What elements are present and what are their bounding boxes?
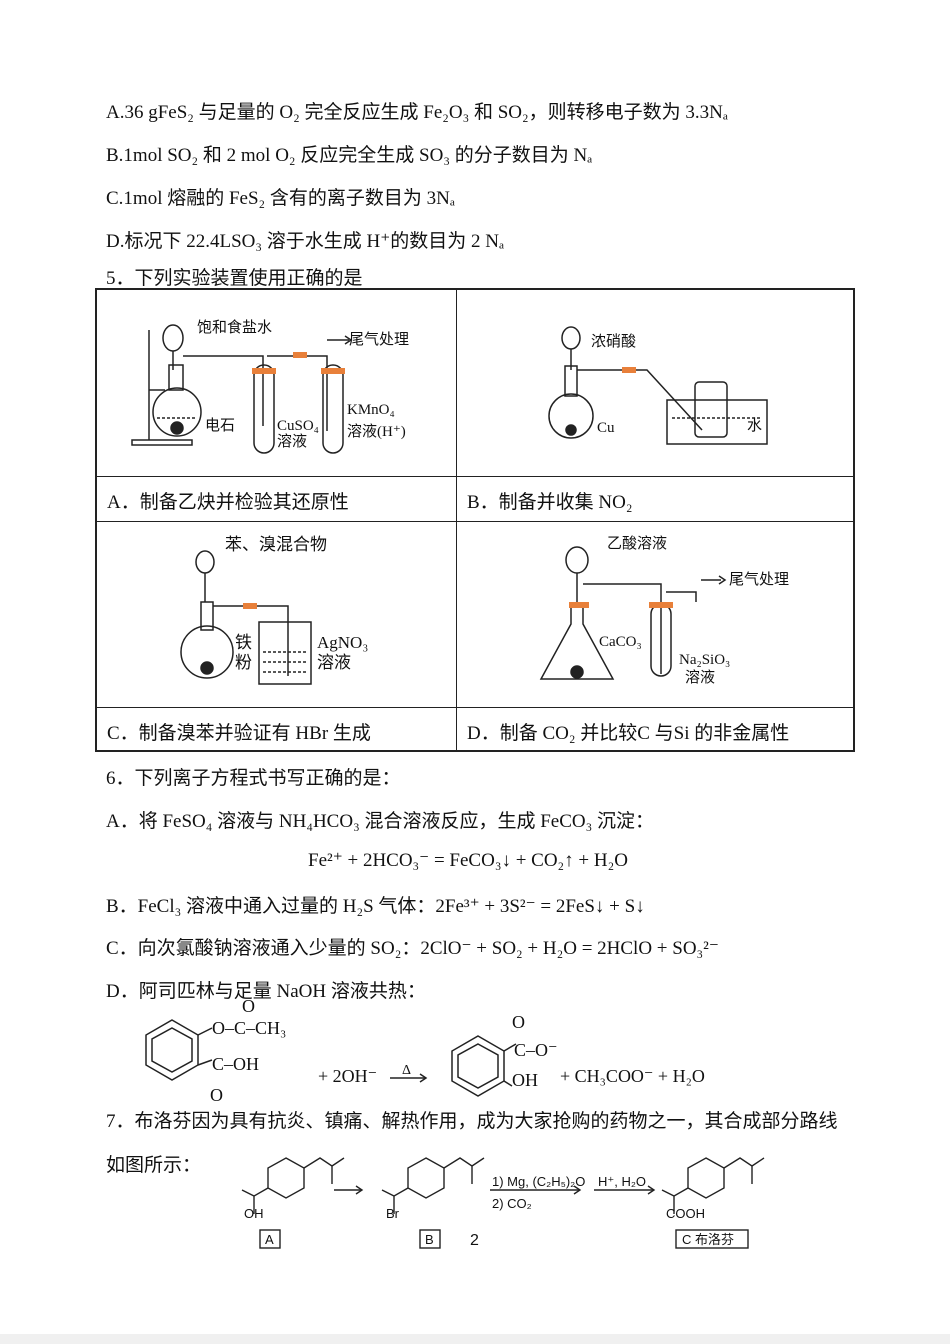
label-na2sio3-solution: 溶液 — [685, 669, 715, 686]
acid-group: C–OH — [212, 1054, 259, 1074]
apparatus-b-diagram: 浓硝酸 Cu 水 — [548, 326, 768, 445]
label-water: 水 — [747, 417, 762, 434]
q4-option-a: A.36 gFeS₂ 与足量的 O₂ 完全反应生成 Fe₂O₃ 和 SO₂，则转… — [106, 102, 729, 123]
label-agno3-solution: 溶液 — [317, 653, 351, 672]
label-c-ibuprofen: C 布洛芬 — [682, 1232, 734, 1247]
label-caco3: CaCO₃ — [599, 634, 642, 650]
aspirin-hydrolysis-equation: O–C–CH₃ O C–OH O + 2OH⁻ Δ O C–O⁻ OH + CH… — [145, 998, 705, 1104]
label-exhaust: 尾气处理 — [349, 331, 409, 348]
q4-option-d: D.标况下 22.4LSO₃ 溶于水生成 H⁺的数目为 2 Nₐ — [106, 231, 505, 252]
q4-option-c: C.1mol 熔融的 FeS₂ 含有的离子数目为 3Nₐ — [106, 188, 456, 209]
label-exhaust-d: 尾气处理 — [729, 571, 789, 588]
caption-d: D．制备 CO₂ 并比较C 与Si 的非金属性 — [467, 723, 790, 744]
caption-b: B．制备并收集 NO₂ — [467, 492, 633, 513]
acid-carbonyl-o: O — [210, 1085, 223, 1104]
q6-option-a: A．将 FeSO₄ 溶液与 NH₄HCO₃ 混合溶液反应，生成 FeCO₃ 沉淀… — [106, 811, 654, 832]
reagent-step-2: 2) CO₂ — [492, 1196, 532, 1211]
q6-stem: 6．下列离子方程式书写正确的是： — [106, 768, 401, 789]
label-acidic-solution: 溶液(H⁺) — [347, 423, 406, 440]
ester-carbonyl-o: O — [242, 998, 255, 1016]
label-powder: 粉 — [235, 653, 252, 672]
label-b: B — [425, 1232, 434, 1247]
label-kmno4: KMnO₄ — [347, 402, 395, 418]
q5-stem: 5．下列实验装置使用正确的是 — [106, 268, 363, 289]
label-na2sio3: Na₂SiO₃ — [679, 652, 730, 668]
label-cu: Cu — [597, 420, 615, 436]
label-acetic-acid: 乙酸溶液 — [607, 535, 667, 552]
compound-c-structure — [661, 1157, 765, 1214]
q5-apparatus-table: 饱和食盐水 尾气处理 电石 CuSO₄ 溶液 KMnO₄ 溶液(H⁺) A．制备… — [95, 288, 855, 752]
q6-option-d: D．阿司匹林与足量 NaOH 溶液共热： — [106, 981, 426, 1002]
reagent-step-3: H⁺, H₂O — [598, 1174, 646, 1189]
plus-hydroxide: + 2OH⁻ — [318, 1066, 377, 1086]
cooh-label: COOH — [666, 1206, 705, 1221]
q7-stem: 7．布洛芬因为具有抗炎、镇痛、解热作用，成为大家抢购的药物之一，其合成部分路线 — [106, 1111, 838, 1132]
label-solution: 溶液 — [277, 433, 307, 450]
product-tail: + CH₃COO⁻ + H₂O — [560, 1066, 705, 1086]
q6-option-c: C．向次氯酸钠溶液通入少量的 SO₂：2ClO⁻ + SO₂ + H₂O = 2… — [106, 938, 719, 959]
caption-c: C．制备溴苯并验证有 HBr 生成 — [107, 723, 371, 744]
page-bottom-edge — [0, 1334, 950, 1344]
page-number: 2 — [470, 1232, 479, 1249]
phenol-oh: OH — [512, 1070, 538, 1090]
ester-o-label: O–C–CH₃ — [212, 1018, 286, 1038]
q7-stem-continued: 如图所示： — [106, 1155, 202, 1176]
label-benzene-bromine: 苯、溴混合物 — [225, 535, 327, 554]
label-cuso4: CuSO₄ — [277, 418, 319, 434]
label-agno3: AgNO₃ — [317, 633, 368, 652]
reagent-step-1: 1) Mg, (C₂H₅)₂O — [492, 1174, 585, 1189]
br-label: Br — [386, 1206, 400, 1221]
carboxylate-o: O — [512, 1012, 525, 1032]
ibuprofen-synthesis-route: OH A Br B 2 1) Mg, (C₂H₅)₂O 2) CO₂ H⁺, H… — [241, 1157, 765, 1249]
q4-option-b: B.1mol SO₂ 和 2 mol O₂ 反应完全生成 SO₃ 的分子数目为 … — [106, 145, 593, 166]
q6-option-a-equation: Fe²⁺ + 2HCO₃⁻ = FeCO₃↓ + CO₂↑ + H₂O — [308, 850, 628, 871]
label-conc-nitric-acid: 浓硝酸 — [591, 333, 636, 350]
oh-label: OH — [244, 1206, 264, 1221]
label-brine: 饱和食盐水 — [197, 319, 272, 336]
compound-b-structure — [381, 1157, 485, 1214]
apparatus-d-diagram: 乙酸溶液 尾气处理 CaCO₃ Na₂SiO₃ 溶液 — [539, 535, 789, 686]
heat-condition: Δ — [402, 1063, 411, 1078]
caption-a: A．制备乙炔并检验其还原性 — [107, 492, 349, 513]
q6-option-b: B．FeCl₃ 溶液中通入过量的 H₂S 气体：2Fe³⁺ + 3S²⁻ = 2… — [106, 896, 645, 917]
label-a: A — [265, 1232, 274, 1247]
carboxylate-group: C–O⁻ — [514, 1040, 558, 1060]
label-iron: 铁 — [235, 633, 252, 652]
compound-a-structure — [241, 1157, 345, 1214]
apparatus-c-diagram: 苯、溴混合物 铁 粉 AgNO₃ 溶液 — [180, 535, 368, 685]
label-calcium-carbide: 电石 — [205, 417, 235, 434]
apparatus-a-diagram: 饱和食盐水 尾气处理 电石 CuSO₄ 溶液 KMnO₄ 溶液(H⁺) — [131, 319, 409, 454]
